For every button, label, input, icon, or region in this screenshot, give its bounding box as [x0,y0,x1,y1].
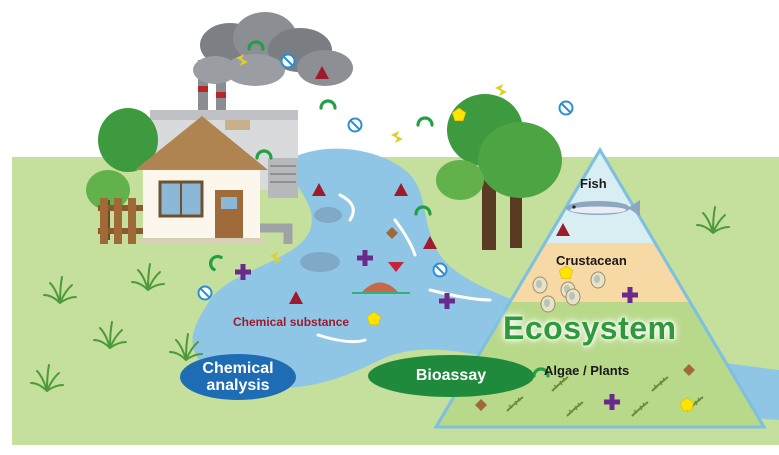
ecosystem-label: Ecosystem [503,310,677,346]
chemical-analysis-label: Chemical analysis [202,360,274,394]
fence [98,198,148,244]
chemical-substance-label: Chemical substance [233,315,350,329]
ecosystem-pyramid [433,147,767,429]
tree-icon [436,94,562,250]
fish-label: Fish [580,176,607,191]
sampling-rock [352,262,410,294]
bioassay-badge: Bioassay [368,355,534,397]
crustacean-label: Crustacean [556,253,627,268]
bioassay-label: Bioassay [415,367,487,384]
fish-icon [566,200,640,216]
algae-plants-label: Algae / Plants [544,363,630,378]
smoke-cloud-icon [193,12,353,86]
chemical-analysis-badge: Chemical analysis [180,354,296,400]
house-icon [135,116,268,244]
